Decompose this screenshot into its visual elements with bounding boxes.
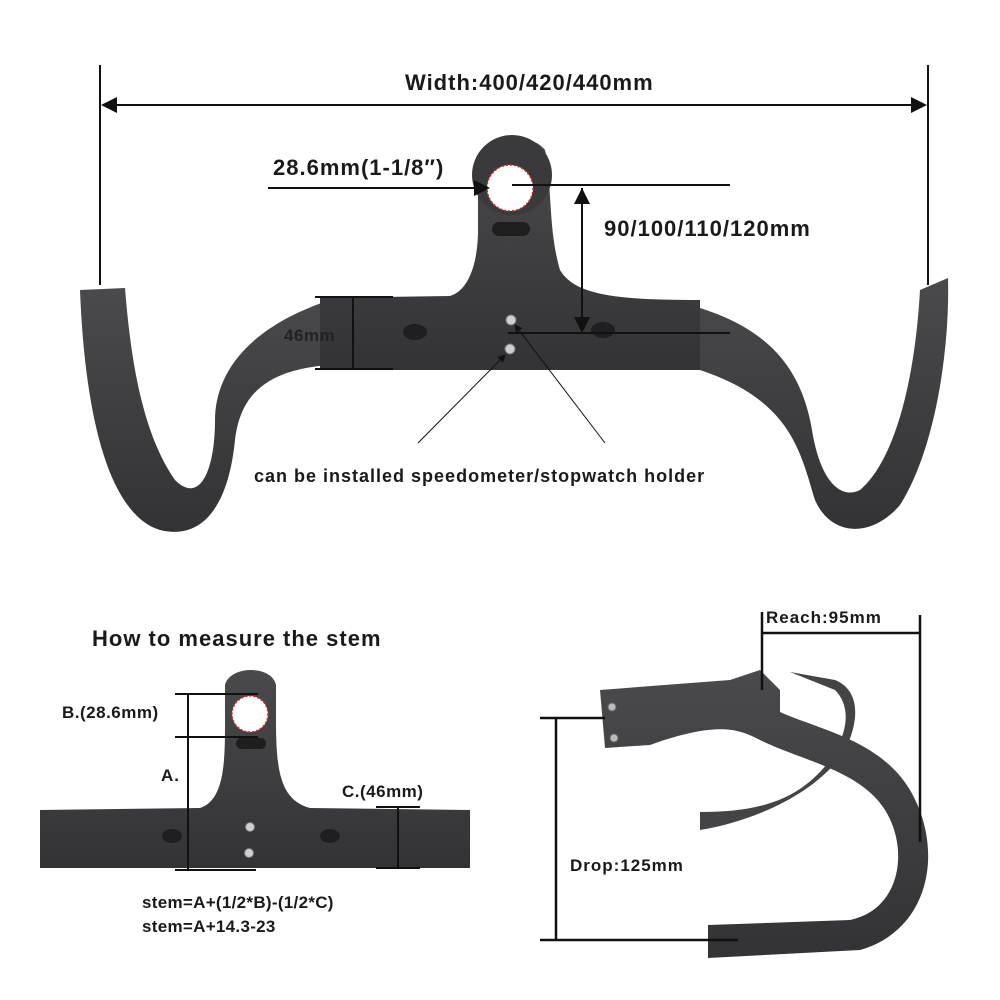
mount-note: can be installed speedometer/stopwatch h… <box>254 466 706 486</box>
stem-formula-1: stem=A+(1/2*B)-(1/2*C) <box>142 893 334 912</box>
label-a: A. <box>161 766 180 785</box>
side-view-handlebar <box>600 670 929 958</box>
label-c: C.(46mm) <box>342 782 424 801</box>
stem-length-label: 90/100/110/120mm <box>604 216 811 241</box>
stem-guide-title: How to measure the stem <box>92 626 382 651</box>
bar-height-label: 46mm <box>284 326 336 345</box>
stem-formula-2: stem=A+14.3-23 <box>142 917 276 936</box>
mount-arrows <box>417 324 606 444</box>
drop-label: Drop:125mm <box>570 856 684 875</box>
stem-measure-illustration <box>40 670 470 868</box>
clamp-diameter-label: 28.6mm(1-1/8″) <box>273 155 445 180</box>
stem-dimension-lines <box>175 693 420 871</box>
top-dimension-lines <box>99 65 929 370</box>
side-dimension-lines <box>540 612 922 942</box>
front-view-handlebar <box>80 135 949 532</box>
width-label: Width:400/420/440mm <box>405 70 654 95</box>
label-b: B.(28.6mm) <box>62 703 159 722</box>
reach-label: Reach:95mm <box>766 608 882 627</box>
